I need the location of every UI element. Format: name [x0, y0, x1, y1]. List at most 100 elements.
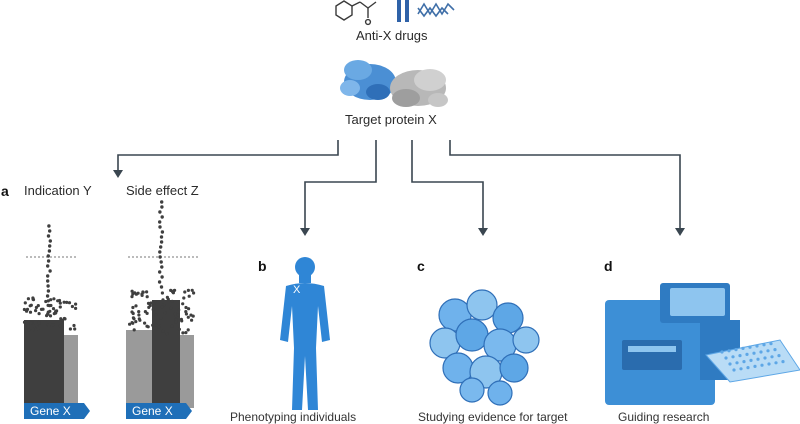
panel-b-label: b [258, 258, 267, 274]
plot-dot [158, 210, 162, 214]
plot-dot [158, 220, 162, 224]
drugs-label: Anti-X drugs [356, 28, 428, 43]
plot-dot [160, 200, 164, 204]
plot-dot [158, 250, 162, 254]
plot-dot [159, 285, 164, 289]
plot-dot [130, 321, 134, 325]
plot-dot [56, 299, 60, 303]
plot-dot [46, 254, 50, 258]
plot-dot [146, 325, 150, 329]
plot-dot [160, 215, 164, 219]
plot-dot [22, 307, 26, 312]
plot-dot [54, 311, 58, 315]
plot-dot [161, 329, 165, 333]
plot-dot [47, 304, 52, 308]
plot-dot [70, 304, 74, 309]
plot-dot [158, 225, 162, 229]
plot-dot [48, 244, 52, 248]
plate-well [742, 360, 746, 364]
plot-dot [177, 308, 181, 312]
arrow-d [449, 140, 681, 230]
arrows [117, 140, 681, 230]
plot-dot [37, 312, 41, 316]
plot-dot [130, 295, 134, 299]
plot-dot [189, 313, 193, 317]
plot-dot [74, 302, 78, 306]
plot-dot [37, 320, 41, 325]
panel-c-label: c [417, 258, 425, 274]
human-figure-icon [280, 257, 330, 410]
plot-dot [157, 325, 161, 329]
plot-dot [128, 322, 132, 326]
arrowheads [113, 170, 685, 236]
plot-dot [184, 331, 188, 335]
plot-dot [48, 269, 52, 273]
plot-dot [47, 324, 51, 328]
plot-dot [67, 301, 72, 305]
plot-dot [29, 303, 33, 307]
plot-dot [159, 245, 163, 249]
plot-dot [46, 299, 50, 303]
plot-dot [187, 307, 191, 311]
plot-dot [170, 324, 174, 328]
plate-well [774, 361, 778, 365]
plate-well [748, 345, 752, 349]
plot-dot [44, 299, 48, 304]
plot-dot [48, 229, 52, 233]
plot-dot [186, 328, 190, 332]
plot-dot [73, 327, 77, 331]
plot-dot [184, 310, 188, 314]
plot-dot [25, 307, 30, 311]
plot-dot [58, 324, 62, 328]
plot-dot [173, 312, 177, 316]
plot-dot [137, 310, 141, 314]
plot-dot [160, 305, 164, 309]
lab-instrument-icon [605, 283, 800, 405]
plate-well [756, 357, 760, 361]
plot-dot [47, 224, 51, 228]
plot-dot [46, 279, 50, 283]
plot-dot [34, 323, 39, 327]
plot-dot [46, 264, 50, 268]
caption-b: Phenotyping individuals [230, 410, 357, 424]
plate-well [739, 367, 743, 371]
plot-dot [47, 249, 52, 253]
plot-dot [190, 288, 194, 292]
plate-well [759, 350, 763, 354]
plot-dot [158, 270, 162, 274]
plate-well [767, 362, 771, 366]
plate-well [734, 348, 738, 352]
plot-dot [140, 293, 144, 297]
plot-dot [159, 235, 164, 239]
plot-dot [141, 290, 145, 294]
gene-tag-2: Gene X [132, 404, 173, 418]
target-protein-icon [340, 60, 448, 107]
plot-dot [143, 321, 147, 325]
plot-dot [160, 291, 164, 295]
plate-well [769, 342, 773, 346]
plot-dot [159, 260, 163, 264]
plot-dot [29, 321, 33, 325]
plot-dot [177, 327, 181, 331]
manhattan-plot-side-effect [126, 200, 198, 408]
plate-well [770, 355, 774, 359]
target-label: Target protein X [345, 112, 437, 127]
plot-dot [46, 284, 50, 288]
plot-dot [154, 323, 158, 327]
plot-dot [31, 296, 35, 300]
plot-dot [23, 301, 27, 305]
plot-dot [137, 317, 141, 321]
plate-well [728, 362, 732, 366]
plot-dot [184, 305, 188, 310]
plot-dot [46, 289, 51, 293]
plot-dot [36, 327, 41, 331]
plot-dot [132, 328, 136, 332]
plot-dot [72, 323, 76, 328]
plot-dot [165, 332, 169, 336]
plate-well [746, 366, 750, 370]
plot-dot [52, 297, 56, 301]
plot-dot [60, 318, 64, 322]
plot-dot [46, 234, 51, 238]
plate-well [781, 360, 785, 364]
